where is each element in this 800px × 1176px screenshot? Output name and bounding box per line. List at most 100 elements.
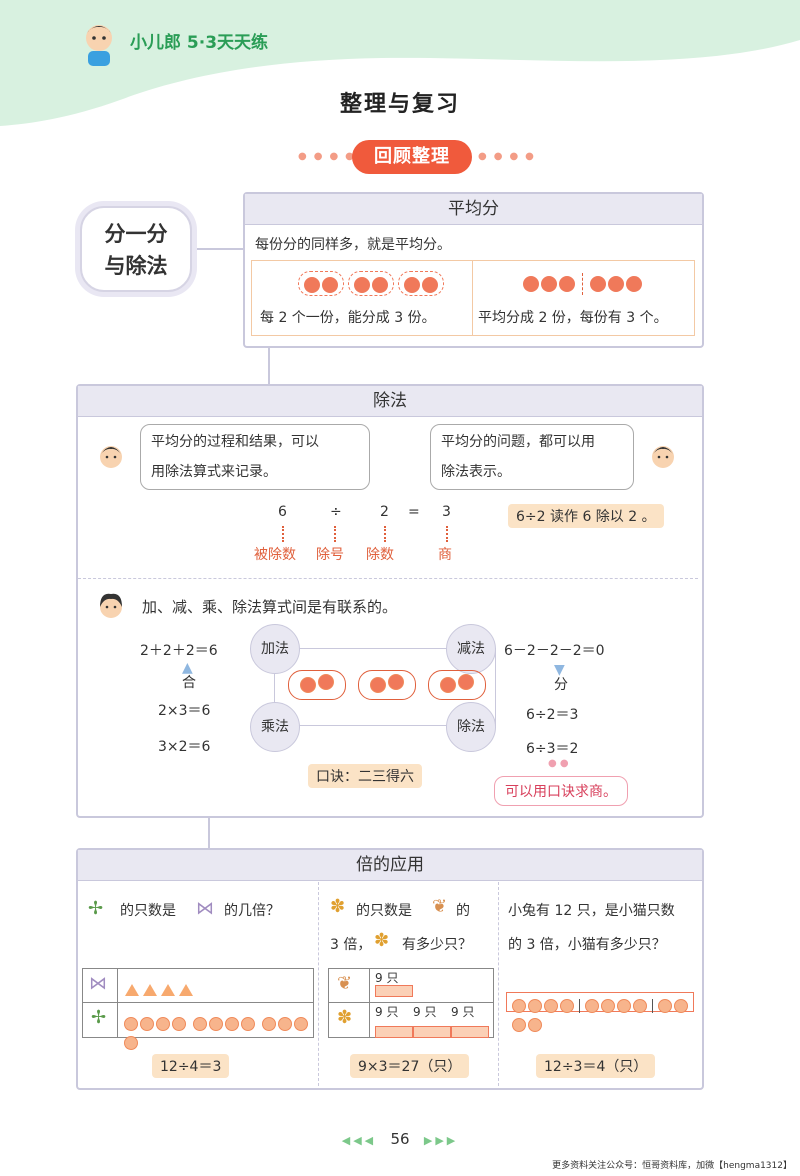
speech-bubble-right: 平均分的问题，都可以用 除法表示。 <box>430 424 634 490</box>
label-divisor: 除数 <box>366 547 394 563</box>
bee-icon: ✽ <box>330 896 346 917</box>
q2-equation: 9×3＝27（只） <box>350 1054 470 1078</box>
average-title: 平均分 <box>245 194 702 225</box>
bubble-left-line-2: 用除法算式来记录。 <box>151 464 277 480</box>
girl-face-icon <box>100 593 122 618</box>
boy-face-icon <box>100 446 122 468</box>
left-caption: 每 2 个一份，能分成 3 份。 <box>260 310 436 326</box>
times-title: 倍的应用 <box>78 850 702 881</box>
col-divider-1 <box>318 882 319 1086</box>
split-dots <box>522 273 643 295</box>
boy-mascot-icon <box>86 25 112 66</box>
arrow-up-icon: ▲ <box>182 660 193 676</box>
tip-dots: ● ● <box>548 758 569 769</box>
topic-line-1: 分一分 <box>104 222 168 246</box>
bubble-left-line-1: 平均分的过程和结果，可以 <box>151 434 319 450</box>
mul-equation-2: 3×2＝6 <box>158 739 211 755</box>
pointer-4 <box>446 526 448 542</box>
q2-text-c: 3 倍， <box>330 937 372 953</box>
circle-sub: 减法 <box>446 624 496 674</box>
circle-add: 加法 <box>250 624 300 674</box>
eq-equals: = <box>408 504 420 520</box>
col-divider-2 <box>498 882 499 1086</box>
topic-line-2: 与除法 <box>104 254 168 278</box>
bird-icon: ❦ <box>432 896 448 917</box>
bubble-right-line-2: 除法表示。 <box>441 464 511 480</box>
right-caption: 平均分成 2 份，每份有 3 个。 <box>478 310 668 326</box>
q2-text-d: 有多少只？ <box>402 937 472 953</box>
q2-seg-label-2: 9 只 <box>413 1005 437 1019</box>
relation-text: 加、减、乘、除法算式间是有联系的。 <box>142 598 398 616</box>
q2-top-bar <box>375 985 413 997</box>
relation-frame <box>274 648 496 726</box>
q3-strip <box>506 992 694 1032</box>
label-quotient: 商 <box>438 547 452 563</box>
pointer-1 <box>282 526 284 542</box>
q3-line-2: 的 3 倍，小猫有多少只？ <box>508 937 666 953</box>
label-sign: 除号 <box>316 547 344 563</box>
average-box: 平均分 每份分的同样多，就是平均分。 每 2 个一份，能分成 3 份。 平均分成… <box>243 192 704 348</box>
box-connector-2 <box>208 814 210 850</box>
pill-dots-left: ●●●● <box>298 151 361 162</box>
average-definition: 每份分的同样多，就是平均分。 <box>255 237 451 253</box>
average-example-panel: 每 2 个一份，能分成 3 份。 平均分成 2 份，每份有 3 个。 <box>251 260 695 336</box>
boy-face-icon-2 <box>652 446 674 468</box>
page-number: 56 <box>390 1130 410 1148</box>
cloud-connector <box>190 248 244 250</box>
dragonfly-icon: ✢ <box>88 898 104 919</box>
q3-dots <box>511 995 693 1033</box>
add-equation: 2＋2＋2＝6 <box>140 643 218 659</box>
dot-row <box>123 1013 313 1051</box>
eq-divisor: 2 <box>380 504 389 520</box>
eq-sign: ÷ <box>330 504 342 520</box>
bee-icon-2: ✽ <box>374 930 390 951</box>
dragonfly-row-icon: ✢ <box>91 1007 107 1028</box>
tip-bubble: 可以用口诀求商。 <box>494 776 628 806</box>
division-title: 除法 <box>78 386 702 417</box>
label-dividend: 被除数 <box>254 547 296 563</box>
q2-text-a: 的只数是 <box>356 903 412 919</box>
triangle-row <box>123 979 195 998</box>
bird-row-icon: ❦ <box>337 973 353 994</box>
footer-note: 更多资料关注公众号：恒哥资料库，加微【hengma1312】 <box>552 1161 792 1171</box>
brand-series: 5·3天天练 <box>186 33 269 53</box>
orange-groups <box>282 670 492 700</box>
eq-quotient: 3 <box>442 504 451 520</box>
q3-line-1: 小兔有 12 只，是小猫只数 <box>508 903 675 919</box>
butterfly-icon: ⋈ <box>196 898 214 919</box>
q1-diagram: ⋈ ✢ <box>82 968 314 1050</box>
nav-left-icon: ◀◀◀ <box>341 1134 377 1147</box>
section-pill: 回顾整理 <box>352 140 472 174</box>
brand-name: 小儿郎 <box>130 33 181 53</box>
q1-text-a: 的只数是 <box>120 903 176 919</box>
mnemonic: 口诀：二三得六 <box>308 764 422 788</box>
page-title: 整理与复习 <box>339 92 460 117</box>
circle-div: 除法 <box>446 702 496 752</box>
pointer-2 <box>334 526 336 542</box>
q2-diagram: ❦ 9 只 ✽ 9 只 9 只 9 只 <box>328 968 494 1038</box>
mul-equation-1: 2×3＝6 <box>158 703 211 719</box>
header-wave-background <box>0 0 800 126</box>
arrow-down-icon: ▼ <box>554 662 565 678</box>
speech-bubble-left: 平均分的过程和结果，可以 用除法算式来记录。 <box>140 424 370 490</box>
q2-top-label: 9 只 <box>375 971 399 985</box>
butterfly-row-icon: ⋈ <box>89 973 107 994</box>
pill-dots-right: ●●●● <box>478 151 541 162</box>
division-box: 除法 平均分的过程和结果，可以 用除法算式来记录。 平均分的问题，都可以用 除法… <box>76 384 704 818</box>
he-label: 合 <box>182 675 196 691</box>
circle-mul: 乘法 <box>250 702 300 752</box>
q2-seg-label-3: 9 只 <box>451 1005 475 1019</box>
q2-seg-label-1: 9 只 <box>375 1005 399 1019</box>
dashed-separator <box>78 578 698 579</box>
topic-cloud: 分一分 与除法 <box>80 206 192 292</box>
brand-title: 小儿郎 5·3天天练 <box>130 28 268 53</box>
q1-text-b: 的几倍？ <box>224 903 280 919</box>
grouped-dots <box>296 271 446 296</box>
page-number-row: ◀◀◀ 56 ▶▶▶ <box>0 1130 800 1148</box>
eq-dividend: 6 <box>278 504 287 520</box>
box-connector-1 <box>268 346 270 386</box>
times-box: 倍的应用 ✢ 的只数是 ⋈ 的几倍？ ⋈ ✢ 12÷4＝3 ✽ 的只数是 ❦ 的… <box>76 848 704 1090</box>
nav-right-icon: ▶▶▶ <box>423 1134 459 1147</box>
panel-divider <box>472 261 473 335</box>
div-equation-2: 6÷3＝2 <box>526 741 579 757</box>
